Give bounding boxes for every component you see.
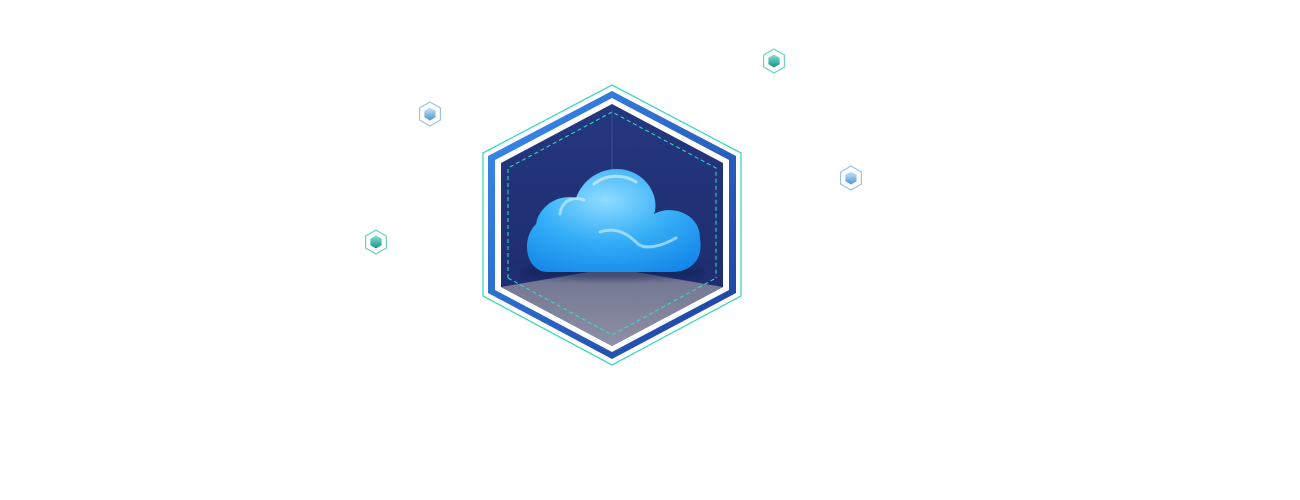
node-right-lower	[840, 165, 862, 191]
hexagon-node-icon	[370, 235, 382, 249]
node-left-lower	[365, 229, 387, 255]
hexagon-node-icon	[424, 107, 436, 121]
node-right-upper	[763, 48, 785, 74]
hexagon-floor	[501, 268, 723, 346]
hexagon-outer-outline	[482, 84, 742, 366]
decorative-lines	[375, 73, 852, 452]
dashed-outline	[507, 111, 717, 278]
hexagon-node-icon	[845, 171, 857, 185]
node-left-upper	[419, 101, 441, 127]
hexagon-node-icon	[768, 54, 780, 68]
dashed-floor-outline	[507, 277, 717, 336]
cloud-icon	[522, 168, 702, 280]
